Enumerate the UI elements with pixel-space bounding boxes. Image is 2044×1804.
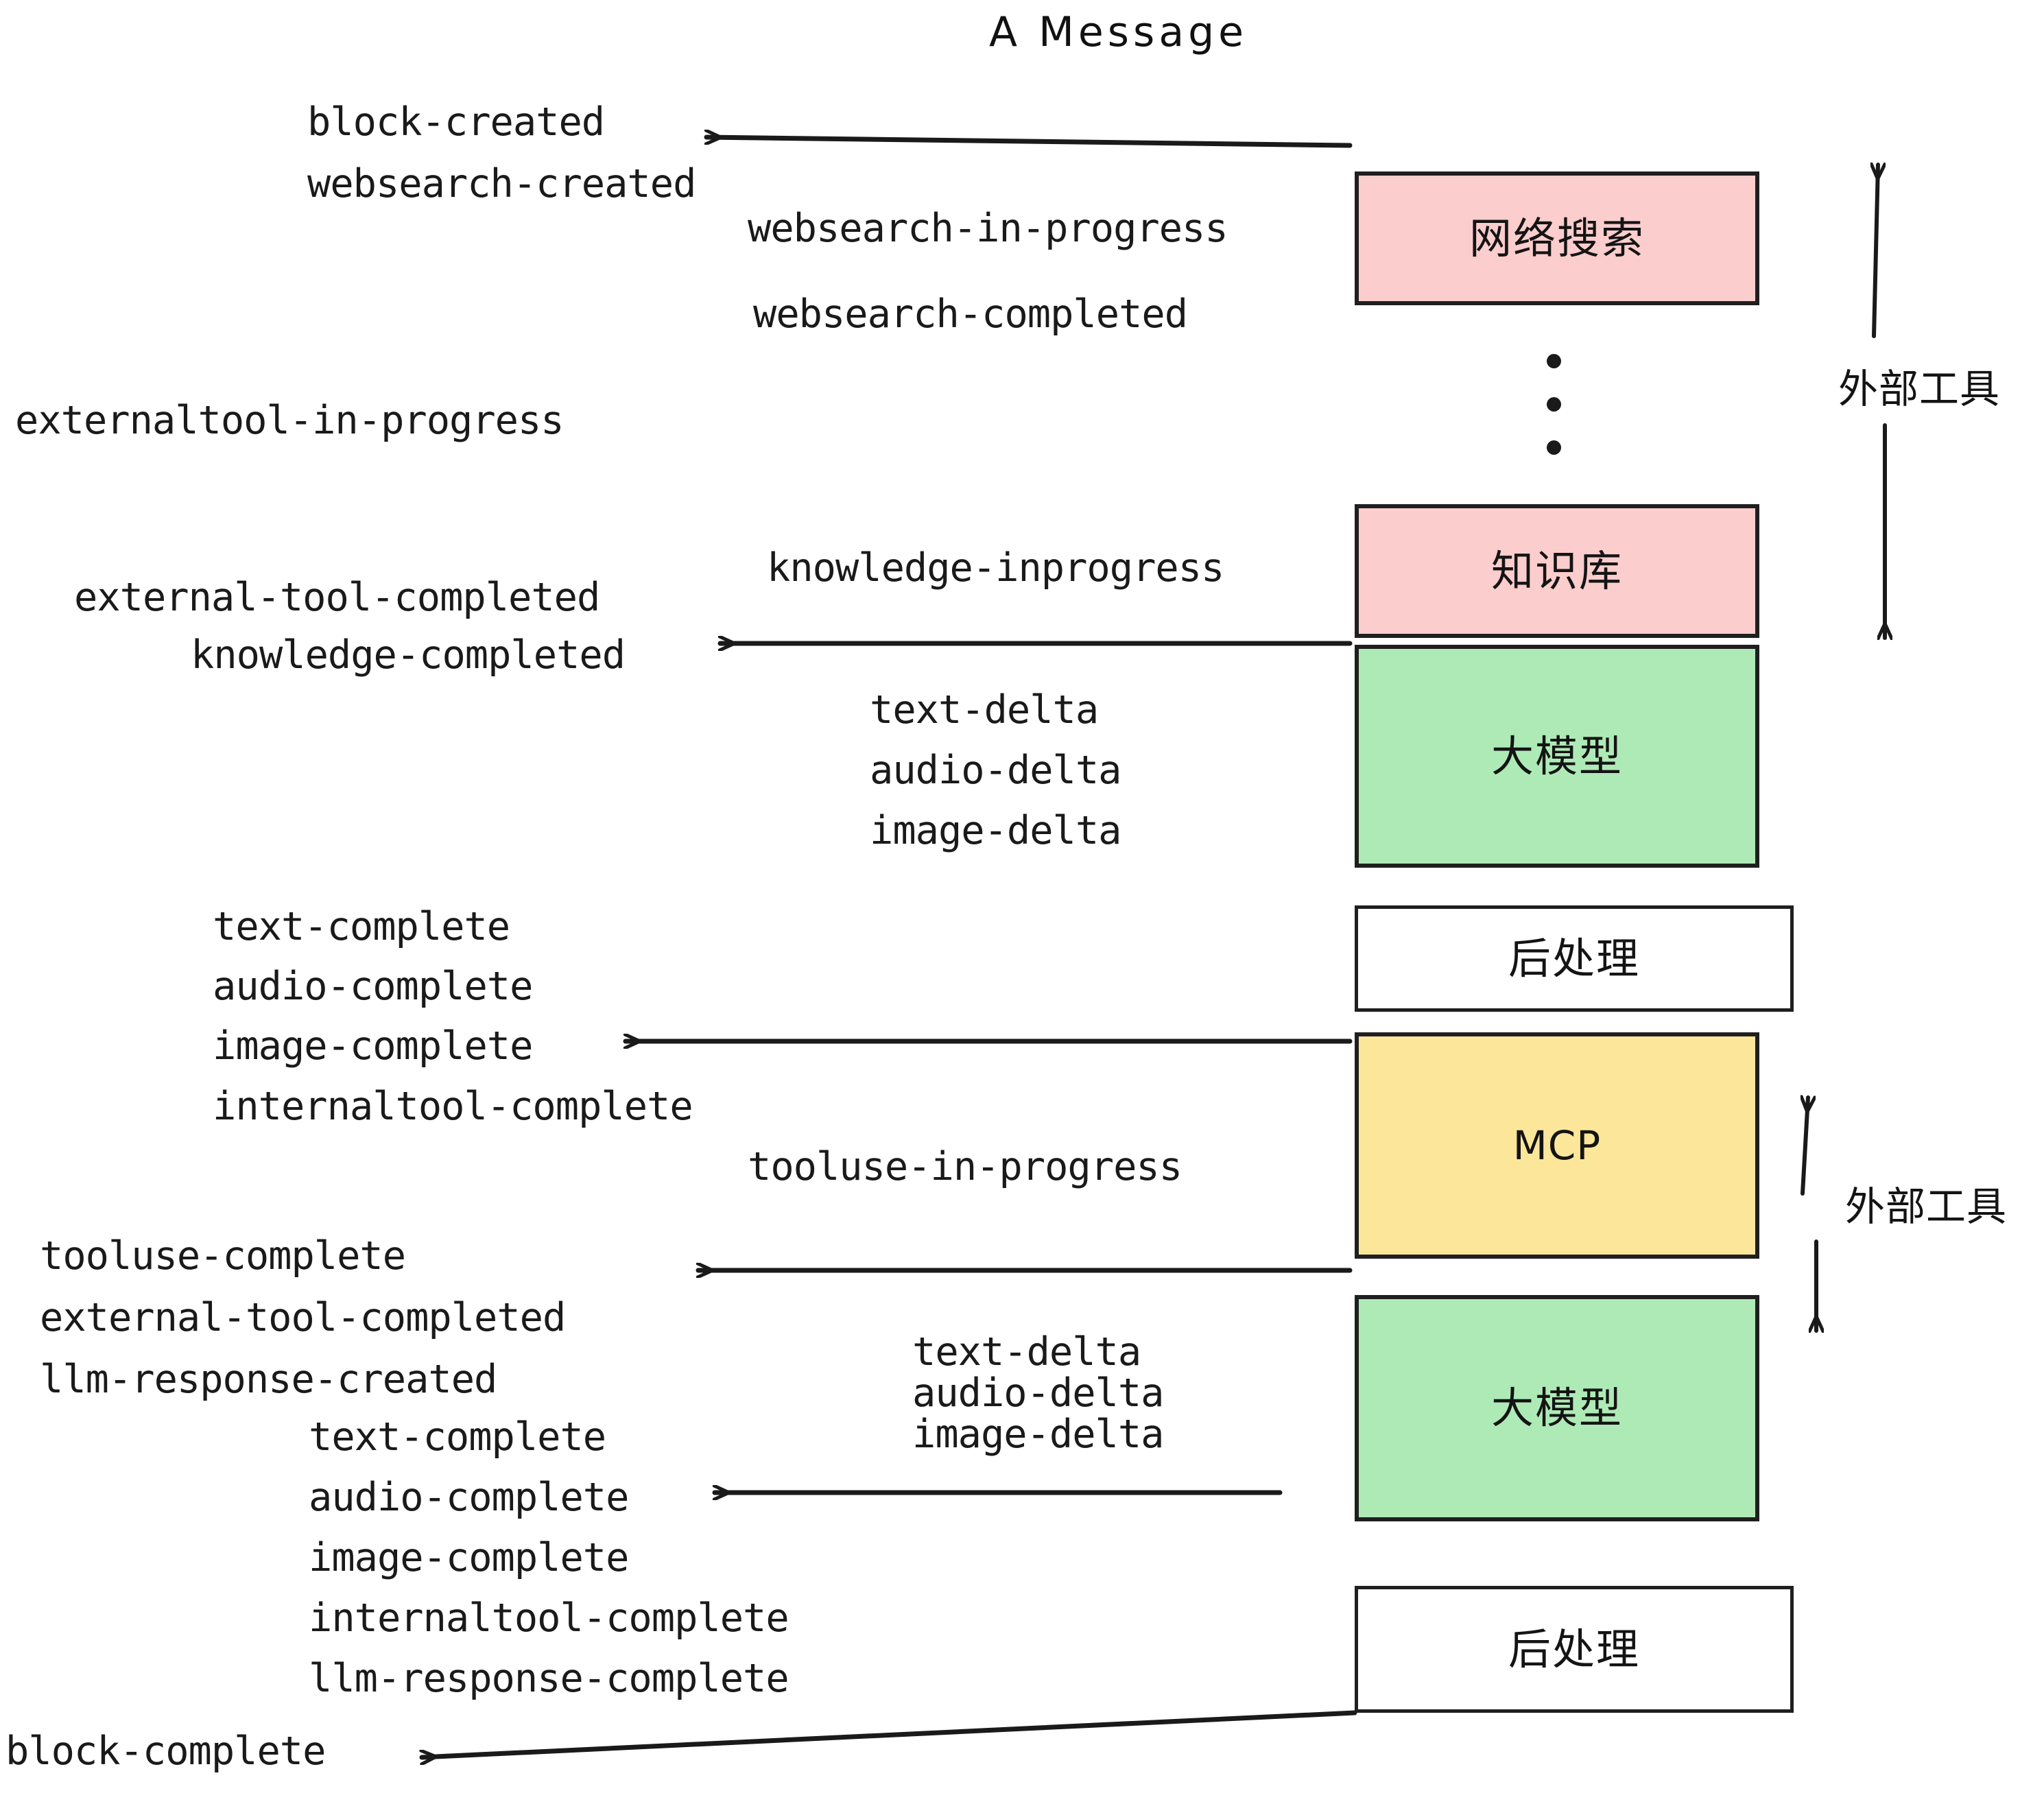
- event-image-delta-2: image-delta: [912, 1412, 1164, 1457]
- event-knowledge-completed: knowledge-completed: [191, 632, 626, 678]
- event-block-complete: block-complete: [5, 1729, 326, 1774]
- node-postprocess-2-label: 后处理: [1508, 1624, 1640, 1674]
- external-tools-bottom-arrow-up: [1803, 1097, 1808, 1196]
- node-websearch[interactable]: 网络搜索: [1355, 171, 1759, 305]
- event-websearch-in-progress: websearch-in-progress: [748, 206, 1228, 251]
- group-label-external-tools-top: 外部工具: [1838, 366, 2001, 412]
- group-label-external-tools-bottom: 外部工具: [1845, 1183, 2008, 1230]
- node-postprocess-1-label: 后处理: [1508, 933, 1640, 984]
- node-websearch-label: 网络搜索: [1469, 213, 1645, 263]
- ellipsis-dots: [1547, 340, 1561, 469]
- event-tooluse-complete: tooluse-complete: [40, 1233, 406, 1279]
- node-postprocess-2[interactable]: 后处理: [1355, 1586, 1794, 1713]
- event-image-delta-1: image-delta: [870, 808, 1121, 853]
- event-audio-delta-2: audio-delta: [912, 1370, 1164, 1416]
- event-audio-delta-1: audio-delta: [870, 748, 1121, 793]
- node-mcp[interactable]: MCP: [1355, 1032, 1759, 1259]
- event-text-delta-2: text-delta: [912, 1329, 1141, 1375]
- arrow-postprocess-to-blockcomplete: [422, 1710, 1357, 1757]
- event-image-complete-1: image-complete: [213, 1023, 533, 1069]
- node-mcp-label: MCP: [1512, 1122, 1602, 1169]
- event-text-delta-1: text-delta: [870, 687, 1099, 733]
- node-llm-2[interactable]: 大模型: [1355, 1295, 1759, 1521]
- event-websearch-created: websearch-created: [307, 161, 696, 206]
- node-llm-1[interactable]: 大模型: [1355, 645, 1759, 868]
- node-llm-1-label: 大模型: [1490, 731, 1623, 781]
- event-internaltool-complete-1: internaltool-complete: [213, 1084, 693, 1129]
- event-text-complete-2: text-complete: [309, 1414, 606, 1460]
- event-llm-response-complete: llm-response-complete: [309, 1656, 789, 1701]
- event-tooluse-in-progress: tooluse-in-progress: [748, 1144, 1183, 1189]
- event-text-complete-1: text-complete: [213, 904, 510, 949]
- event-llm-response-created: llm-response-created: [40, 1357, 497, 1402]
- arrow-websearch-to-blockcreated: [704, 137, 1353, 148]
- event-external-tool-completed-2: external-tool-completed: [40, 1295, 566, 1340]
- external-tools-top-arrow-up: [1874, 165, 1878, 338]
- page-title: A Message: [989, 8, 1248, 56]
- event-external-tool-completed-1: external-tool-completed: [74, 575, 600, 620]
- event-websearch-completed: websearch-completed: [753, 292, 1188, 337]
- event-image-complete-2: image-complete: [309, 1535, 629, 1580]
- event-block-created: block-created: [307, 99, 605, 145]
- node-knowledge-base-label: 知识库: [1490, 545, 1623, 596]
- node-llm-2-label: 大模型: [1490, 1383, 1623, 1433]
- event-externaltool-in-progress: externaltool-in-progress: [15, 398, 565, 443]
- event-audio-complete-2: audio-complete: [309, 1475, 629, 1520]
- node-postprocess-1[interactable]: 后处理: [1355, 905, 1794, 1012]
- node-knowledge-base[interactable]: 知识库: [1355, 504, 1759, 638]
- event-internaltool-complete-2: internaltool-complete: [309, 1595, 789, 1641]
- event-knowledge-inprogress: knowledge-inprogress: [767, 545, 1224, 591]
- event-audio-complete-1: audio-complete: [213, 964, 533, 1009]
